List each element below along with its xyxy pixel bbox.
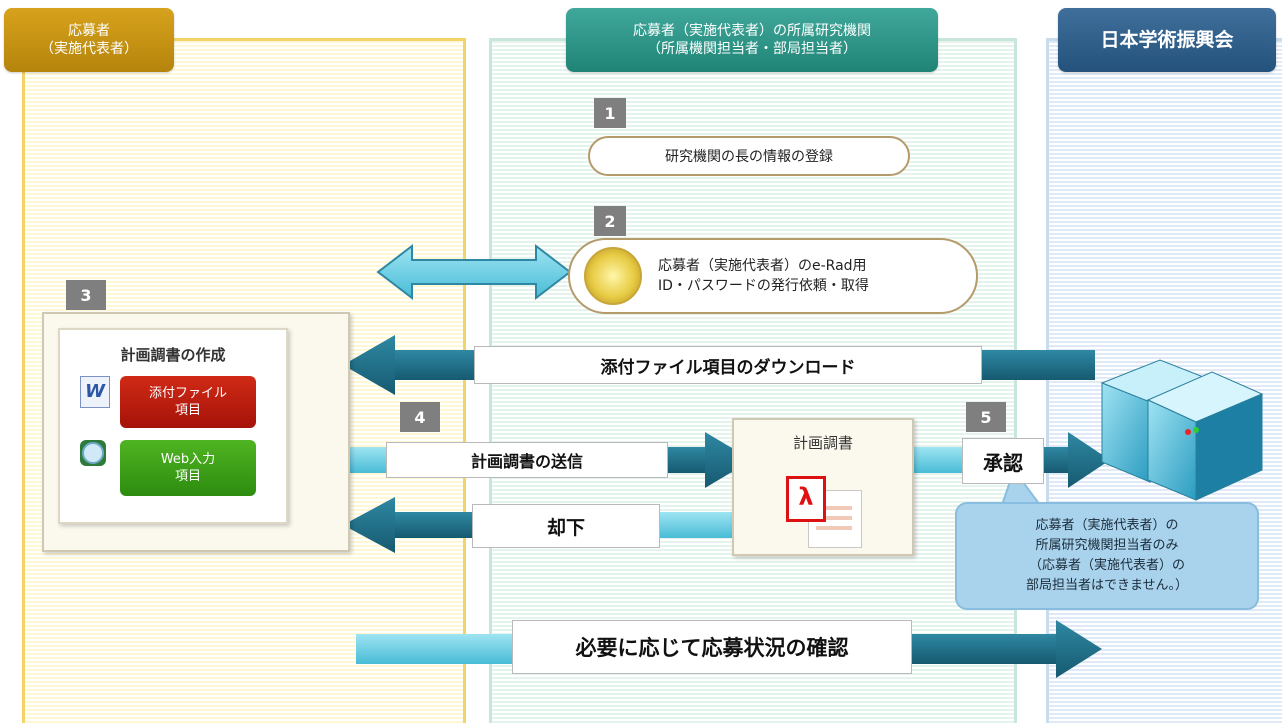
plan-creation-title: 計画調書の作成 [120,346,226,364]
web-input-items-line2: 項目 [174,469,201,484]
step-2-label-line2: ID・パスワードの発行依頼・取得 [658,278,869,294]
step-1-label: 研究機関の長の情報の登録 [665,149,833,165]
step-1-badge: 1 [594,98,626,128]
document-box: 計画調書 λ [732,418,914,556]
reject-label: 却下 [472,504,660,548]
lane-header-applicant-line2: （実施代表者） [40,41,138,57]
send-arrow-head [705,432,752,488]
callout-line1: 応募者（実施代表者）の [1035,518,1179,533]
lane-header-institution-line2: （所属機関担当者・部局担当者） [647,41,857,57]
step-1-pill: 研究機関の長の情報の登録 [588,136,910,176]
plan-creation-inner: 計画調書の作成 W 添付ファイル 項目 Web入力 項目 [58,328,288,524]
reject-arrow-head [343,497,395,553]
lane-header-jsps: 日本学術振興会 [1058,8,1276,72]
lane-header-institution-line1: 応募者（実施代表者）の所属研究機関 [633,23,871,39]
step-2-label-line1: 応募者（実施代表者）のe-Rad用 [658,258,867,274]
approve-label: 承認 [962,438,1044,484]
attachment-items-line2: 項目 [174,403,201,418]
callout-line4: 部局担当者はできません。） [1025,578,1189,593]
step-4-badge: 4 [400,402,440,432]
seal-icon [584,247,642,305]
pdf-icon: λ [786,476,862,548]
step-5-badge: 5 [966,402,1006,432]
confirm-label: 必要に応じて応募状況の確認 [512,620,912,674]
attachment-items-button: 添付ファイル 項目 [120,376,256,428]
download-label: 添付ファイル項目のダウンロード [474,346,982,384]
confirm-arrow-head [1056,620,1102,678]
plan-creation-panel: 計画調書の作成 W 添付ファイル 項目 Web入力 項目 [42,312,350,552]
step-2-badge: 2 [594,206,626,236]
web-input-items-button: Web入力 項目 [120,440,256,496]
step-2-pill: 応募者（実施代表者）のe-Rad用 ID・パスワードの発行依頼・取得 [568,238,978,314]
attachment-items-line1: 添付ファイル [148,386,227,401]
callout-line2: 所属研究機関担当者のみ [1035,538,1179,553]
lane-header-applicant: 応募者 （実施代表者） [4,8,174,72]
lane-header-applicant-line1: 応募者 [68,23,110,39]
step-3-badge: 3 [66,280,106,310]
callout-line3: （応募者（実施代表者）の [1028,558,1185,573]
approval-note-callout: 応募者（実施代表者）の 所属研究機関担当者のみ （応募者（実施代表者）の 部局担… [955,502,1259,610]
document-box-title: 計画調書 [792,434,853,452]
double-arrow-icon [376,243,572,301]
send-label: 計画調書の送信 [386,442,668,478]
web-icon [80,440,106,466]
word-icon: W [80,376,110,408]
web-input-items-line1: Web入力 [160,452,216,467]
approve-arrow-head [1068,432,1110,488]
lane-header-jsps-title: 日本学術振興会 [1100,29,1234,51]
lane-header-institution: 応募者（実施代表者）の所属研究機関 （所属機関担当者・部局担当者） [566,8,938,72]
download-arrow-head [343,335,395,395]
server-icon [1100,359,1264,501]
